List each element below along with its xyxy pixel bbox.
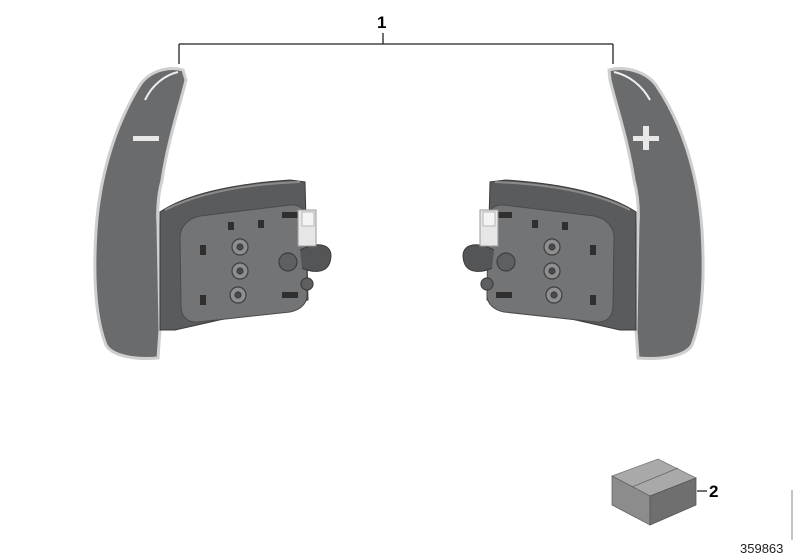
right-paddle-blade <box>607 67 705 360</box>
left-paddle-blade <box>93 67 188 360</box>
plus-icon <box>633 126 659 150</box>
left-paddle-assembly <box>93 67 332 360</box>
callout-2-label: 2 <box>709 482 719 501</box>
small-parts-box <box>611 458 697 526</box>
callout-1-label: 1 <box>377 13 387 32</box>
callout-1-bracket <box>178 33 614 64</box>
right-paddle-assembly <box>462 67 705 360</box>
minus-icon <box>133 136 159 141</box>
figure-number: 359863 <box>740 541 784 556</box>
